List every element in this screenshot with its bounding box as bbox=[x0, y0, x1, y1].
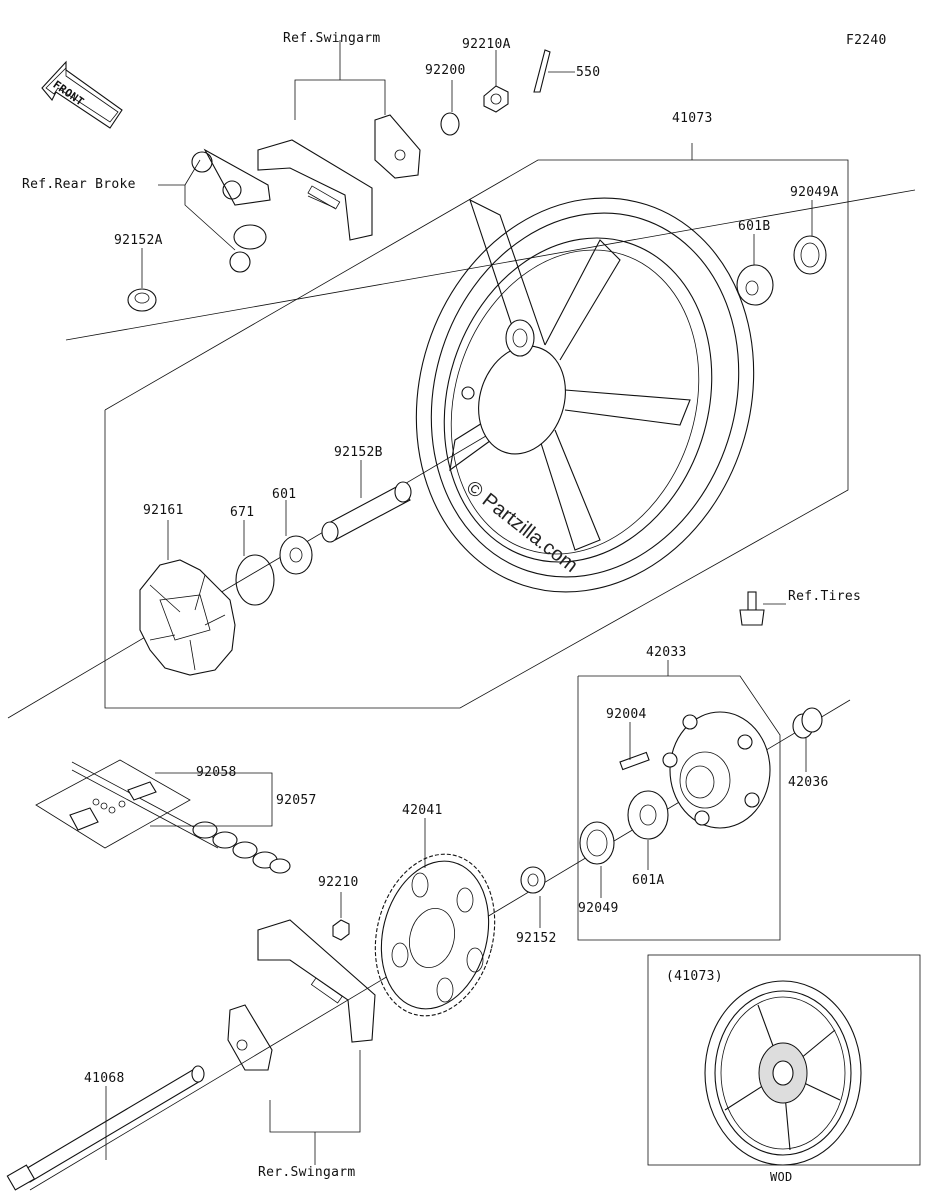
label-601: 601 bbox=[272, 487, 297, 502]
label-92152A: 92152A bbox=[114, 233, 163, 248]
label-601B: 601B bbox=[738, 219, 771, 234]
label-92049A: 92049A bbox=[790, 185, 839, 200]
front-arrow-icon bbox=[41, 60, 123, 129]
tire-valve bbox=[739, 591, 765, 626]
collar-92152A bbox=[127, 288, 157, 312]
hub-group-frame bbox=[577, 675, 781, 941]
label-rer-swingarm: Rer.Swingarm bbox=[258, 1165, 356, 1180]
collar-92152 bbox=[520, 866, 546, 894]
seal-92049 bbox=[579, 821, 615, 865]
label-92161: 92161 bbox=[143, 503, 184, 518]
axle-41068 bbox=[6, 1065, 205, 1191]
nut-92210 bbox=[332, 919, 350, 941]
label-550: 550 bbox=[576, 65, 601, 80]
seal-92049A bbox=[793, 235, 827, 275]
label-601A: 601A bbox=[632, 873, 665, 888]
bearing-601B bbox=[736, 264, 774, 306]
washer-92200 bbox=[440, 112, 460, 136]
label-92152: 92152 bbox=[516, 931, 557, 946]
swingarm-bottom bbox=[227, 919, 376, 1071]
label-92057: 92057 bbox=[276, 793, 317, 808]
stud-92004 bbox=[619, 751, 650, 771]
label-42041: 42041 bbox=[402, 803, 443, 818]
label-92210: 92210 bbox=[318, 875, 359, 890]
inset-caption: WOD bbox=[770, 1170, 793, 1184]
label-41073: 41073 bbox=[672, 111, 713, 126]
label-92210A: 92210A bbox=[462, 37, 511, 52]
collar-42036 bbox=[792, 707, 823, 739]
sprocket-42041 bbox=[374, 853, 496, 1017]
label-ref-rear-brake: Ref.Rear Broke bbox=[22, 177, 136, 192]
wheel-group-frame bbox=[104, 143, 849, 709]
label-92004: 92004 bbox=[606, 707, 647, 722]
label-92200: 92200 bbox=[425, 63, 466, 78]
cotter-pin-550 bbox=[533, 49, 551, 93]
label-42033: 42033 bbox=[646, 645, 687, 660]
chain-leader bbox=[150, 772, 273, 827]
upper-axis-line bbox=[65, 189, 916, 341]
label-92152B: 92152B bbox=[334, 445, 383, 460]
rear-wheel bbox=[415, 197, 755, 593]
label-671: 671 bbox=[230, 505, 255, 520]
label-42036: 42036 bbox=[788, 775, 829, 790]
label-92058: 92058 bbox=[196, 765, 237, 780]
label-ref-tires: Ref.Tires bbox=[788, 589, 862, 604]
label-ref-swingarm-top: Ref.Swingarm bbox=[283, 31, 381, 46]
inset-title: (41073) bbox=[666, 969, 723, 984]
leader-lines bbox=[105, 40, 813, 1165]
swingarm-top bbox=[257, 114, 421, 241]
oring-671 bbox=[235, 554, 275, 606]
rear-brake-linkage bbox=[191, 148, 271, 273]
figure-code: F2240 bbox=[846, 33, 887, 48]
bearing-601A bbox=[627, 790, 669, 840]
nut-92210A bbox=[483, 85, 509, 113]
sprocket-hub-42033 bbox=[662, 711, 771, 829]
label-92049: 92049 bbox=[578, 901, 619, 916]
damper-92161 bbox=[139, 559, 236, 676]
inset-wheel bbox=[704, 980, 862, 1166]
chain-92057 bbox=[35, 759, 291, 874]
bearing-601 bbox=[279, 535, 313, 575]
label-41068: 41068 bbox=[84, 1071, 125, 1086]
spacer-92152B bbox=[321, 481, 412, 543]
